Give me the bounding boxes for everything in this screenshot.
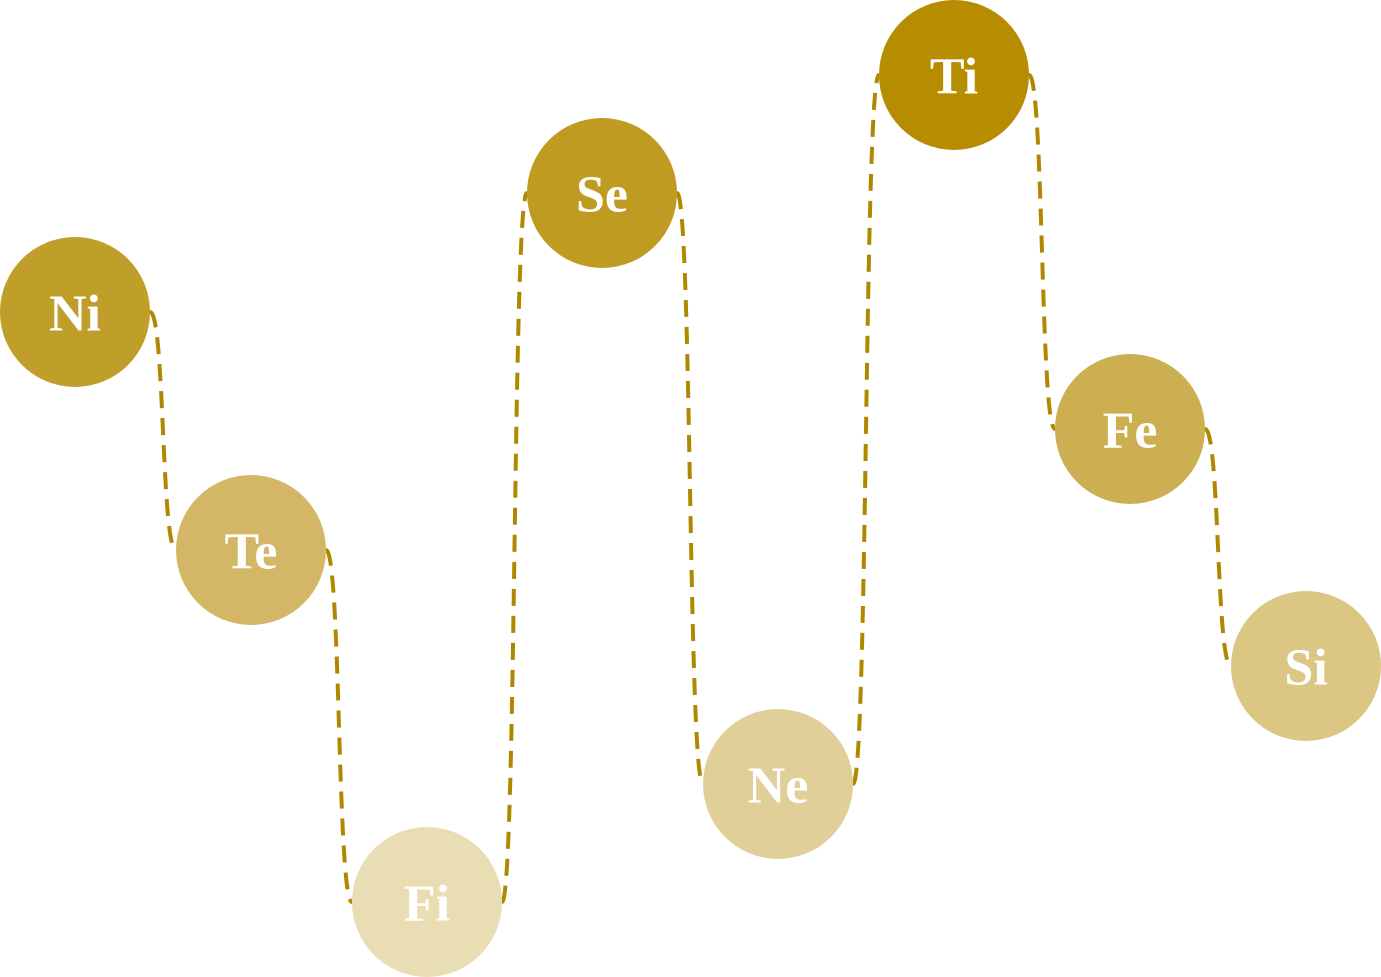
node-label: Ne [748, 758, 809, 815]
node-fi: Fi [352, 827, 502, 977]
node-si: Si [1231, 591, 1381, 741]
node-se: Se [527, 118, 677, 268]
connector-ni-te [148, 310, 178, 552]
node-circle [1055, 354, 1205, 504]
node-ni: Ni [0, 237, 150, 387]
node-circle [527, 118, 677, 268]
connector-te-fi [324, 548, 354, 904]
node-circle [0, 237, 150, 387]
connector-fe-si [1203, 427, 1233, 668]
node-ne: Ne [703, 709, 853, 859]
connector-ti-fe [1027, 73, 1057, 431]
node-circle [176, 475, 326, 625]
node-circle [1231, 591, 1381, 741]
connector-fi-se [500, 191, 529, 904]
node-label: Fi [404, 876, 450, 933]
node-label: Se [576, 167, 628, 224]
node-circle [352, 827, 502, 977]
connector-ne-ti [851, 73, 881, 786]
node-te: Te [176, 475, 326, 625]
node-label: Fe [1103, 403, 1158, 460]
node-circle [703, 709, 853, 859]
node-label: Ti [930, 49, 978, 106]
node-label: Te [225, 524, 278, 581]
node-label: Si [1284, 640, 1327, 697]
connector-se-ne [675, 191, 705, 786]
node-circle [879, 0, 1029, 150]
node-label: Ni [49, 286, 101, 343]
node-fe: Fe [1055, 354, 1205, 504]
node-ti: Ti [879, 0, 1029, 150]
connector-group [148, 73, 1233, 904]
